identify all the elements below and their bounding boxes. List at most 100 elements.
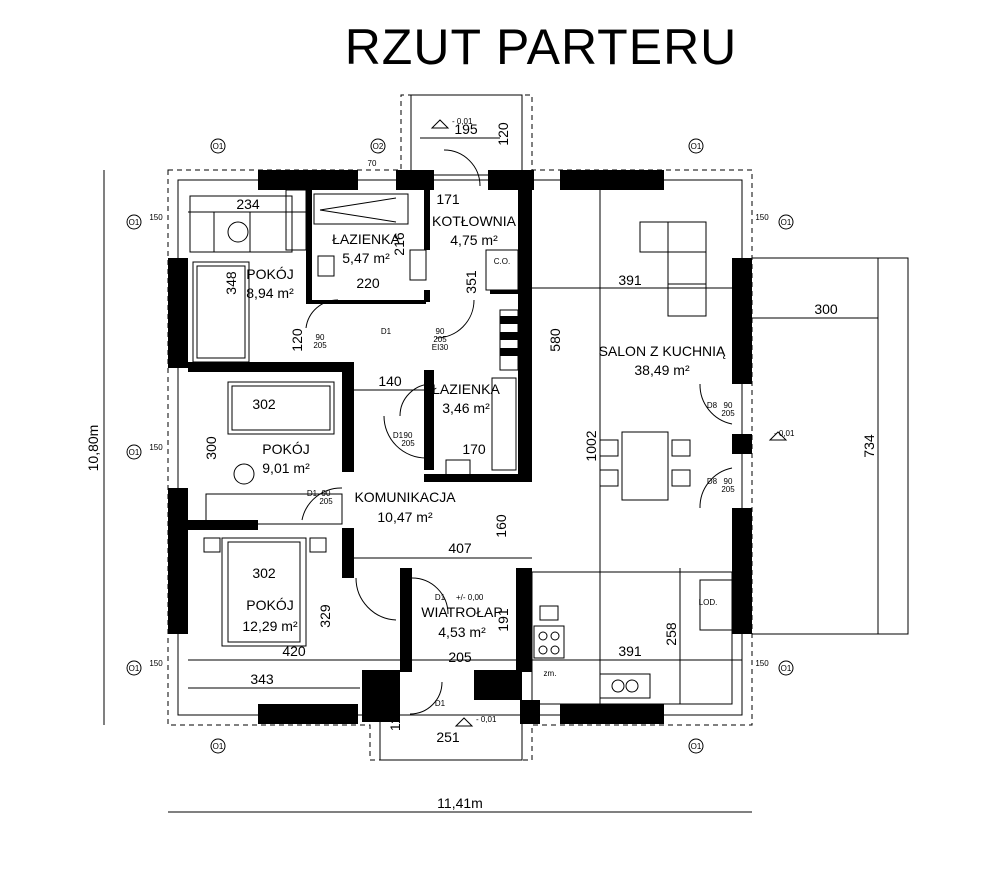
door-spec: 205 (721, 485, 735, 494)
dim: 191 (495, 608, 511, 632)
dim: 170 (462, 441, 486, 457)
axis-offset: 150 (755, 213, 769, 222)
dim: 120 (289, 328, 305, 352)
dim: 258 (663, 622, 679, 646)
axis-offset: 150 (755, 659, 769, 668)
door-label: D1 (381, 327, 392, 336)
door-spec: 90 (322, 489, 331, 498)
dim: 343 (250, 671, 274, 687)
dim: 300 (814, 301, 838, 317)
axis-label: O1 (129, 448, 140, 457)
dim: 216 (391, 232, 407, 256)
door-label: D8 (707, 401, 718, 410)
dim: 110 (387, 709, 403, 732)
axis-offset: 150 (149, 659, 163, 668)
door-label: D1 (307, 489, 318, 498)
room-area: 5,47 m² (342, 250, 390, 266)
axis-marker-labels: O1 O2 O1 O1 O1 O1 O1 O1 O1 O1 150 150 15… (129, 142, 792, 751)
overall-width: 11,41m (437, 795, 483, 811)
door-spec: 205 (313, 341, 327, 350)
room-area: 38,49 m² (634, 362, 690, 378)
door-spec: 90 (724, 401, 733, 410)
dim: 220 (356, 275, 380, 291)
door-spec: 205 (319, 497, 333, 506)
dim: 195 (454, 121, 478, 137)
level-mark: - 0,01 (476, 715, 497, 724)
dimension-lines (103, 137, 879, 813)
dim: 171 (436, 191, 460, 207)
dim: 140 (378, 373, 402, 389)
axis-label: O1 (213, 742, 224, 751)
room-name: KOMUNIKACJA (354, 489, 456, 505)
room-area: 3,46 m² (442, 400, 490, 416)
dim: 234 (236, 196, 260, 212)
room-name: POKÓJ (262, 441, 309, 457)
fridge-label: LOD. (699, 598, 718, 607)
door-spec: 90 (316, 333, 325, 342)
level-marks: - 0,01 - 0,01 - 0,01 +/- 0,00 (430, 117, 795, 727)
axis-offset: 70 (368, 159, 377, 168)
door-spec: 205 (401, 439, 415, 448)
door-label: D1 (393, 431, 404, 440)
room-name: POKÓJ (246, 266, 293, 282)
level-mark: - 0,01 (774, 429, 795, 438)
dim: 734 (861, 434, 877, 458)
furniture (189, 189, 909, 705)
dim: 420 (282, 643, 306, 659)
door-spec: 205 (433, 335, 447, 344)
axis-label: O1 (781, 218, 792, 227)
dim: 1002 (583, 430, 599, 461)
walls (168, 170, 752, 724)
door-spec: EI30 (432, 343, 449, 352)
dim: 351 (463, 270, 479, 294)
dim: 391 (618, 643, 642, 659)
room-name: ŁAZIENKA (332, 231, 400, 247)
axis-label: O1 (129, 664, 140, 673)
room-name: ŁAZIENKA (432, 381, 500, 397)
level-mark: +/- 0,00 (456, 593, 484, 602)
room-area: 4,53 m² (438, 624, 486, 640)
dim: 348 (223, 271, 239, 295)
axis-label: O1 (691, 742, 702, 751)
equipment-labels: C.O. LOD. zm. (494, 257, 718, 678)
room-area: 10,47 m² (377, 509, 433, 525)
axis-label: O1 (129, 218, 140, 227)
room-area: 8,94 m² (246, 285, 294, 301)
axis-label: O1 (781, 664, 792, 673)
dishwasher-label: zm. (544, 669, 557, 678)
room-name: KOTŁOWNIA (432, 213, 517, 229)
room-name: SALON Z KUCHNIĄ (599, 343, 726, 359)
door-spec: 205 (721, 409, 735, 418)
dim: 391 (618, 272, 642, 288)
room-name: POKÓJ (246, 597, 293, 613)
door-label: D1 (435, 593, 446, 602)
dim: 251 (436, 729, 460, 745)
room-area: 9,01 m² (262, 460, 310, 476)
room-area: 4,75 m² (450, 232, 498, 248)
dim: 120 (495, 122, 511, 146)
door-swings (301, 149, 733, 715)
axis-markers (126, 138, 794, 754)
room-area: 12,29 m² (242, 618, 298, 634)
axis-label: O1 (213, 142, 224, 151)
door-labels: D1 D1 D1 D1 D1 D8 D8 90 205 EI30 90 205 … (307, 327, 735, 708)
dim: 302 (252, 565, 276, 581)
axis-offset: 150 (149, 443, 163, 452)
page-title: RZUT PARTERU (344, 19, 738, 75)
dim: 580 (547, 328, 563, 352)
room-labels: POKÓJ 8,94 m² ŁAZIENKA 5,47 m² KOTŁOWNIA… (242, 213, 726, 640)
door-spec: 90 (404, 431, 413, 440)
axis-label: O2 (373, 142, 384, 151)
door-label: D8 (707, 477, 718, 486)
door-label: D1 (435, 699, 446, 708)
door-spec: 90 (436, 327, 445, 336)
level-mark: - 0,01 (452, 117, 473, 126)
dim: 329 (317, 604, 333, 628)
door-spec: 90 (724, 477, 733, 486)
dim: 205 (448, 649, 472, 665)
room-name: WIATROŁAP (421, 604, 502, 620)
axis-offset: 150 (149, 213, 163, 222)
axis-label: O1 (691, 142, 702, 151)
dim: 300 (203, 436, 219, 460)
